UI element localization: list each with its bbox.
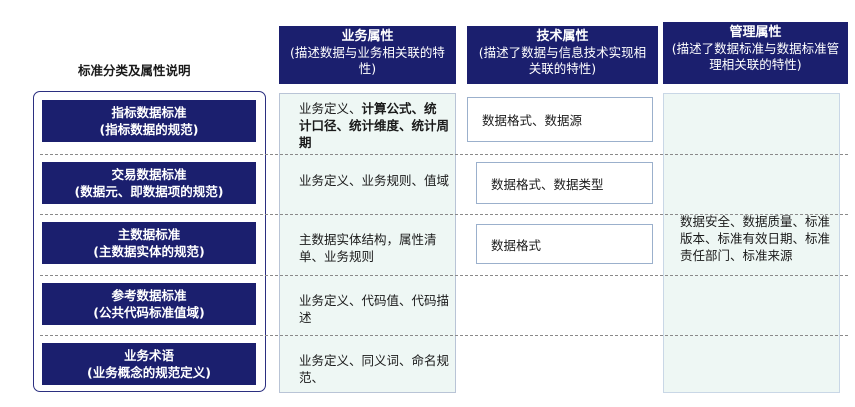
category-desc: (公共代码标准值域)	[93, 305, 205, 320]
business-text-bold: 计算公式、统计口径、统计维度、统计周期	[299, 101, 450, 150]
business-text: 业务定义、	[299, 101, 362, 116]
category-box-transaction: 交易数据标准 (数据元、即数据项的规范)	[42, 162, 256, 204]
technical-header-title: 技术属性	[536, 29, 589, 44]
row-divider	[40, 214, 848, 215]
management-header-subtitle: (描述了数据标准与数据标准管理相关联的特性)	[671, 41, 840, 72]
technical-box-transaction: 数据格式、数据类型	[476, 162, 653, 204]
management-header-title: 管理属性	[729, 25, 782, 40]
category-name: 业务术语	[123, 348, 174, 363]
technical-text: 数据格式、数据源	[482, 113, 583, 128]
business-header-subtitle: (描述数据与业务相关联的特性)	[290, 45, 445, 76]
row-divider	[40, 335, 848, 336]
management-text: 数据安全、数据质量、标准版本、标准有效日期、标准责任部门、标准来源	[680, 214, 831, 263]
technical-text: 数据格式	[491, 237, 542, 253]
category-box-reference: 参考数据标准 (公共代码标准值域)	[42, 283, 256, 325]
category-name: 指标数据标准	[111, 105, 187, 120]
business-header-title: 业务属性	[341, 29, 394, 44]
business-cell-indicator: 业务定义、计算公式、统计口径、统计维度、统计周期	[299, 100, 449, 151]
category-desc: (数据元、即数据项的规范)	[74, 184, 224, 199]
management-panel	[663, 93, 840, 393]
technical-header: 技术属性 (描述了数据与信息技术实现相关联的特性)	[467, 26, 658, 84]
category-box-master: 主数据标准 (主数据实体的规范)	[42, 222, 256, 264]
business-cell-transaction: 业务定义、业务规则、值域	[299, 173, 450, 188]
category-name: 交易数据标准	[111, 167, 187, 182]
category-name: 参考数据标准	[111, 288, 187, 303]
technical-header-subtitle: (描述了数据与信息技术实现相关联的特性)	[478, 45, 647, 76]
row-divider	[40, 275, 848, 276]
row-divider	[40, 154, 848, 155]
technical-box-indicator: 数据格式、数据源	[467, 97, 653, 142]
business-cell-master: 主数据实体结构，属性清单、业务规则	[299, 232, 437, 264]
category-box-indicator: 指标数据标准 (指标数据的规范)	[42, 100, 256, 142]
technical-text: 数据格式、数据类型	[491, 176, 604, 192]
management-header: 管理属性 (描述了数据标准与数据标准管理相关联的特性)	[663, 22, 848, 84]
business-cell-reference: 业务定义、代码值、代码描述	[299, 293, 450, 325]
category-desc: (主数据实体的规范)	[93, 244, 205, 259]
business-panel	[279, 93, 456, 393]
category-name: 主数据标准	[117, 227, 181, 242]
left-title: 标准分类及属性说明	[78, 63, 191, 78]
category-desc: (指标数据的规范)	[99, 122, 199, 137]
category-desc: (业务概念的规范定义)	[87, 365, 211, 380]
technical-box-master: 数据格式	[476, 224, 653, 264]
category-box-terminology: 业务术语 (业务概念的规范定义)	[42, 343, 256, 385]
business-cell-terminology: 业务定义、同义词、命名规范、	[299, 353, 450, 385]
business-header: 业务属性 (描述数据与业务相关联的特性)	[279, 26, 456, 84]
